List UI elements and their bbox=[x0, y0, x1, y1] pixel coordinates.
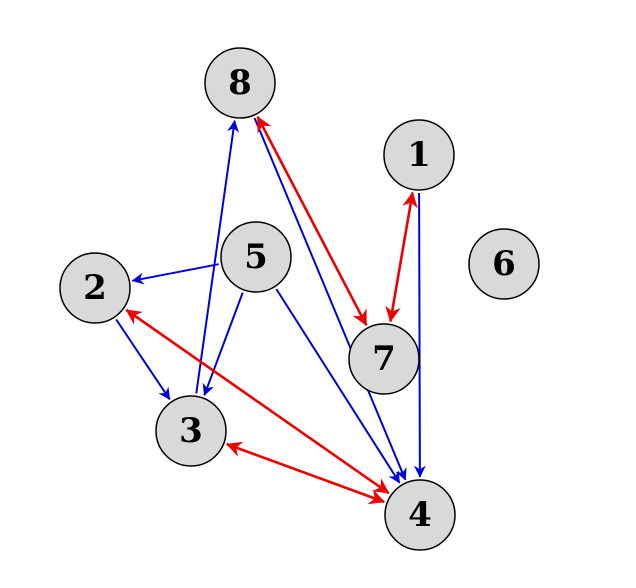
node-circle bbox=[204, 47, 276, 119]
node-6: 6 bbox=[468, 228, 540, 300]
node-circle bbox=[59, 252, 131, 324]
node-5: 5 bbox=[220, 221, 292, 293]
edge-5-3-directed bbox=[202, 292, 244, 396]
node-label: 3 bbox=[179, 411, 203, 451]
node-3: 3 bbox=[155, 395, 227, 467]
node-circle bbox=[348, 323, 420, 395]
node-circle bbox=[383, 119, 455, 191]
edge-8-7-bidirectional bbox=[256, 116, 368, 326]
node-label: 7 bbox=[372, 339, 396, 379]
node-label: 5 bbox=[244, 237, 268, 277]
node-label: 4 bbox=[408, 495, 432, 535]
edge-5-2-directed bbox=[131, 263, 219, 285]
edge-2-3-directed bbox=[115, 318, 171, 401]
node-label: 6 bbox=[492, 244, 516, 284]
edges-layer bbox=[115, 116, 426, 505]
node-4: 4 bbox=[384, 479, 456, 551]
edge-1-7-bidirectional bbox=[385, 191, 418, 323]
node-circle bbox=[155, 395, 227, 467]
node-label: 8 bbox=[228, 63, 252, 103]
node-label: 2 bbox=[83, 268, 107, 308]
nodes-layer: 1 2 3 4 5 6 7 8 bbox=[59, 47, 540, 551]
node-circle bbox=[220, 221, 292, 293]
edge-2-4-bidirectional bbox=[125, 308, 390, 495]
node-8: 8 bbox=[204, 47, 276, 119]
node-7: 7 bbox=[348, 323, 420, 395]
edge-1-4-directed bbox=[413, 192, 426, 478]
node-label: 1 bbox=[407, 135, 431, 175]
edge-3-4-bidirectional bbox=[225, 441, 386, 505]
node-2: 2 bbox=[59, 252, 131, 324]
edge-8-4-directed bbox=[253, 117, 407, 481]
node-1: 1 bbox=[383, 119, 455, 191]
node-circle bbox=[384, 479, 456, 551]
node-circle bbox=[468, 228, 540, 300]
